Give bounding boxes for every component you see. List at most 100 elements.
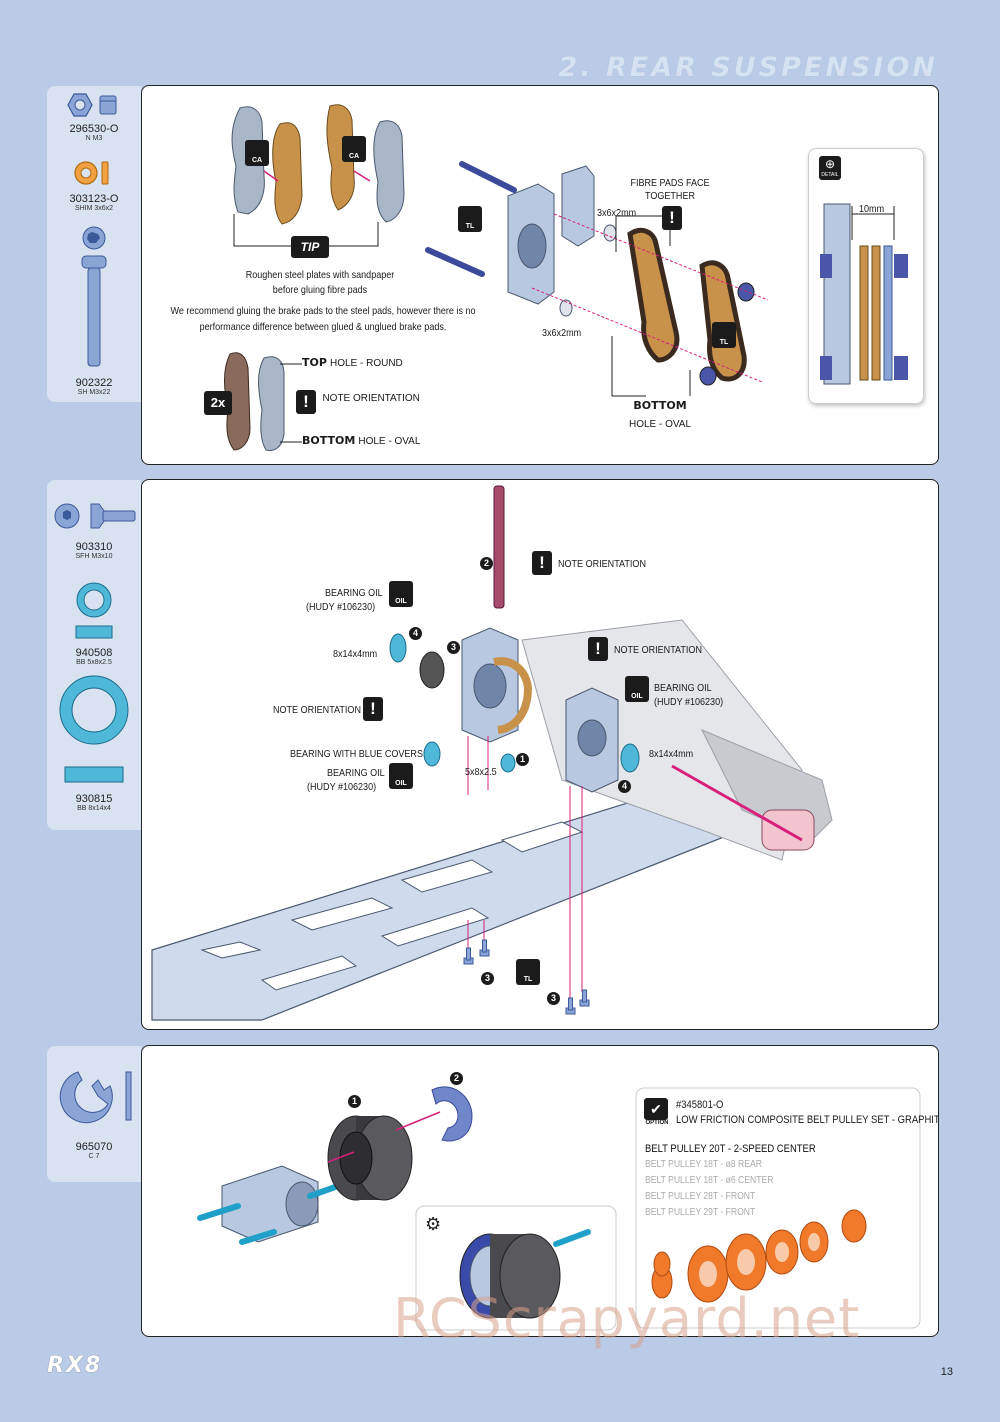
part-desc: N M3 <box>85 135 103 142</box>
tip-text-1: Roughen steel plates with sandpaper <box>245 269 395 281</box>
bearing-oil-label-2: BEARING OIL <box>654 682 712 694</box>
check-gear-icon: ⚙ <box>425 1214 442 1234</box>
note-text: NOTE ORIENTATION <box>614 644 702 656</box>
ca-glue-icon-2: CA <box>342 136 366 162</box>
recommend-text-1: We recommend gluing the brake pads to th… <box>170 305 476 317</box>
step-number-2: 2 <box>450 1072 463 1085</box>
detail-icon: ⊕DETAIL <box>819 156 841 180</box>
part-desc: SFH M3x10 <box>75 553 113 560</box>
threadlock-icon: TL <box>458 206 482 232</box>
flat-head-screw-icon <box>54 503 136 529</box>
note-icon: ! <box>532 551 552 575</box>
option-item: BELT PULLEY 18T - ø8 REAR <box>645 1159 762 1170</box>
shim-icon <box>74 161 109 185</box>
oil-label: OIL <box>395 780 407 787</box>
bearing-size-right: 8x14x4mm <box>649 748 694 760</box>
part-code: 903310 <box>75 541 113 553</box>
note-orientation-1: ! NOTE ORIENTATION <box>296 390 420 414</box>
part-e-clip: 965070 C 7 <box>47 1066 141 1161</box>
note-icon: ! <box>296 390 316 414</box>
ca-label: CA <box>348 153 360 160</box>
part-code: 940508 <box>75 647 113 659</box>
brake-assembly-illustration <box>224 104 908 451</box>
bearing-size-left: 8x14x4mm <box>333 648 378 660</box>
note-text: NOTE ORIENTATION <box>322 393 420 404</box>
part-bearing-small: 940508 BB 5x8x2.5 <box>47 580 141 667</box>
ca-glue-icon: CA <box>245 140 269 166</box>
chassis-illustration <box>151 485 833 1021</box>
multiplier-badge: 2x <box>204 391 232 415</box>
bottom-hole-text: HOLE - OVAL <box>358 436 421 447</box>
detail-dimension: 10mm <box>859 203 885 215</box>
note-icon: ! <box>363 697 383 721</box>
step-number-3-bottom: 3 <box>481 972 494 985</box>
threadlock-icon-2: TL <box>712 322 736 348</box>
option-label: OPTION <box>645 1120 669 1126</box>
part-code: 303123-O <box>69 193 119 205</box>
parts-sidebar-2: 903310 SFH M3x10 940508 BB 5x8x2.5 93081… <box>47 480 141 830</box>
shim-label-bottom: 3x6x2mm <box>542 327 582 339</box>
option-title: LOW FRICTION COMPOSITE BELT PULLEY SET -… <box>676 1114 939 1126</box>
detail-label: DETAIL <box>821 172 839 178</box>
top-hole-text: HOLE - ROUND <box>329 358 403 369</box>
note-orientation-mid: ! NOTE ORIENTATION <box>588 637 702 661</box>
panel-pulley-assembly: 1 2 ⚙ ✔ OPTION #345801-O LOW FRICTION CO… <box>141 1045 939 1337</box>
note-text: NOTE ORIENTATION <box>273 704 361 716</box>
tl-label: TL <box>465 223 475 230</box>
shim-label-top: 3x6x2mm <box>597 207 637 219</box>
small-bearing-size: 5x8x2.5 <box>465 766 497 778</box>
hudy-oil-icon-3: OIL <box>389 763 413 789</box>
part-desc: SHIM 3x6x2 <box>74 205 114 212</box>
part-code: 965070 <box>75 1141 113 1153</box>
part-desc: SH M3x22 <box>77 389 111 396</box>
part-desc: C 7 <box>88 1153 100 1160</box>
panel-brake-pads: CA CA TL TL TIP Roughen steel plates wit… <box>141 85 939 465</box>
hub-carrier <box>507 165 595 305</box>
multiplier-label: 2x <box>210 395 226 410</box>
option-item: BELT PULLEY 18T - ø6 CENTER <box>645 1175 774 1186</box>
part-shim: 303123-O SHIM 3x6x2 <box>47 158 141 213</box>
blue-covers-label: BEARING WITH BLUE COVERS <box>290 748 423 760</box>
top-label: TOP <box>302 356 327 369</box>
hudy-oil-label-2: (HUDY #106230) <box>654 696 724 708</box>
ca-label: CA <box>251 157 263 164</box>
note-icon-fibre: ! <box>662 206 682 230</box>
step-number-4-right: 4 <box>618 780 631 793</box>
step-number-1: 1 <box>516 753 529 766</box>
pulley-illustration <box>197 1086 921 1331</box>
oil-label: OIL <box>631 693 643 700</box>
tl-label: TL <box>719 339 729 346</box>
section-title: 2. REAR SUSPENSION <box>558 52 938 83</box>
option-item-active: BELT PULLEY 20T - 2-SPEED CENTER <box>645 1143 816 1155</box>
option-item: BELT PULLEY 29T - FRONT <box>645 1207 756 1218</box>
part-flat-screw: 903310 SFH M3x10 <box>47 498 141 561</box>
part-code: 930815 <box>75 793 113 805</box>
option-code: #345801-O <box>676 1099 724 1111</box>
rx8-logo: RX8 <box>47 1353 103 1378</box>
step-number-1: 1 <box>348 1095 361 1108</box>
note-text: NOTE ORIENTATION <box>558 558 646 570</box>
bearing-oil-label-3: BEARING OIL <box>327 767 385 779</box>
watermark: RCScrapyard.net <box>393 1287 861 1350</box>
fibre-pads-text-1: FIBRE PADS FACE <box>630 177 710 189</box>
bearing-large-icon <box>59 675 129 783</box>
top-hole-label: TOP HOLE - ROUND <box>302 356 403 369</box>
parts-sidebar-1: 296530-O N M3 303123-O SHIM 3x6x2 902322… <box>47 86 141 402</box>
tip-text-2: before gluing fibre pads <box>272 284 368 296</box>
threadlock-icon-3: TL <box>516 959 540 985</box>
bearing-oil-label-1: BEARING OIL <box>325 587 383 599</box>
part-screw: 902322 SH M3x22 <box>47 224 141 397</box>
nut-icon <box>67 93 117 117</box>
step-number-3-bottom-2: 3 <box>547 992 560 1005</box>
option-list: BELT PULLEY 20T - 2-SPEED CENTER BELT PU… <box>645 1141 843 1221</box>
bottom-hole-label-2: BOTTOM HOLE - OVAL <box>620 396 700 432</box>
option-icon: ✔ OPTION <box>644 1098 670 1132</box>
hudy-oil-label-1: (HUDY #106230) <box>306 601 376 613</box>
step-number-3-top: 3 <box>447 641 460 654</box>
bottom-hole-label: BOTTOM HOLE - OVAL <box>302 434 420 447</box>
recommend-text-2: performance difference between glued & u… <box>199 321 447 333</box>
bottom-label-2: BOTTOM <box>633 399 687 412</box>
part-code: 296530-O <box>69 123 119 135</box>
step-number-2: 2 <box>480 557 493 570</box>
part-nut: 296530-O N M3 <box>47 92 141 143</box>
